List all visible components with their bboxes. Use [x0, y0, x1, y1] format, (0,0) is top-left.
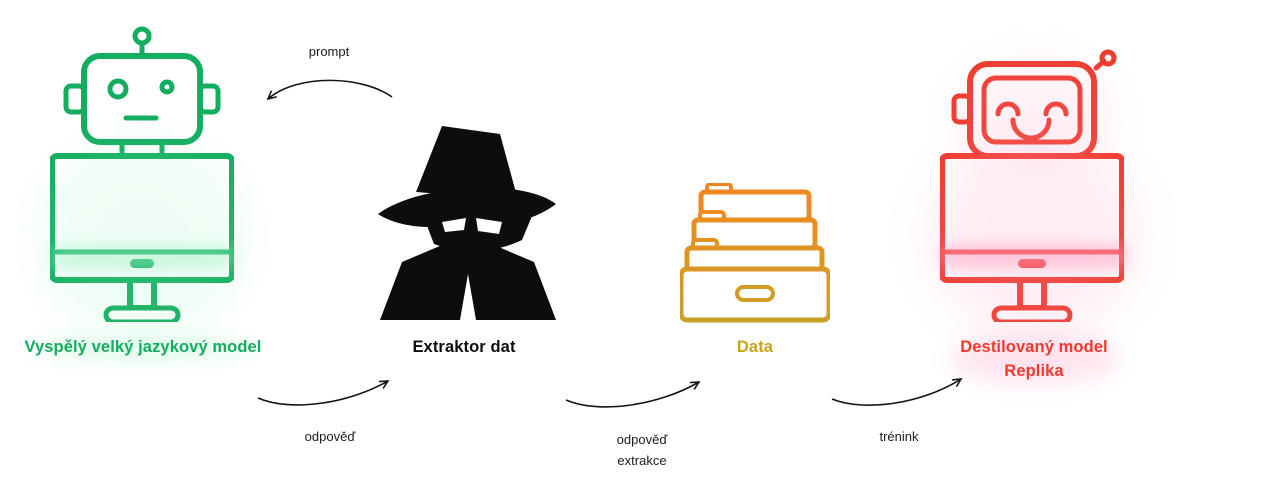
robot-monitor-icon: [50, 26, 234, 322]
node-label-data: Data: [736, 338, 774, 356]
node-label-llm: Vyspělý velký jazykový model: [24, 338, 262, 356]
node-advanced-llm: [50, 26, 234, 322]
response-arrow: [257, 380, 390, 406]
node-extractor: [372, 122, 562, 322]
node-label-replica-line1: Destilovaný model: [960, 338, 1108, 356]
arrow-label-extraction-line1: odpověď: [616, 432, 668, 447]
arrow-label-response: odpověď: [304, 429, 356, 444]
arrow-label-extraction-line2: extrakce: [617, 453, 667, 468]
happy-robot-monitor-icon: [940, 49, 1124, 322]
arrow-label-prompt: prompt: [308, 44, 350, 59]
extraction-arrow: [565, 381, 701, 408]
prompt-arrow: [266, 79, 393, 101]
node-label-extractor: Extraktor dat: [412, 338, 516, 356]
node-label-replica: Destilovaný model Replika: [934, 335, 1134, 383]
arrow-label-extraction: odpověď extrakce: [592, 429, 692, 471]
node-data: [680, 183, 830, 323]
folder-box-icon: [680, 183, 830, 323]
node-replica: [940, 48, 1124, 322]
spy-icon: [378, 126, 556, 320]
node-label-replica-line2: Replika: [1004, 362, 1064, 380]
arrow-label-training: trénink: [879, 429, 919, 444]
